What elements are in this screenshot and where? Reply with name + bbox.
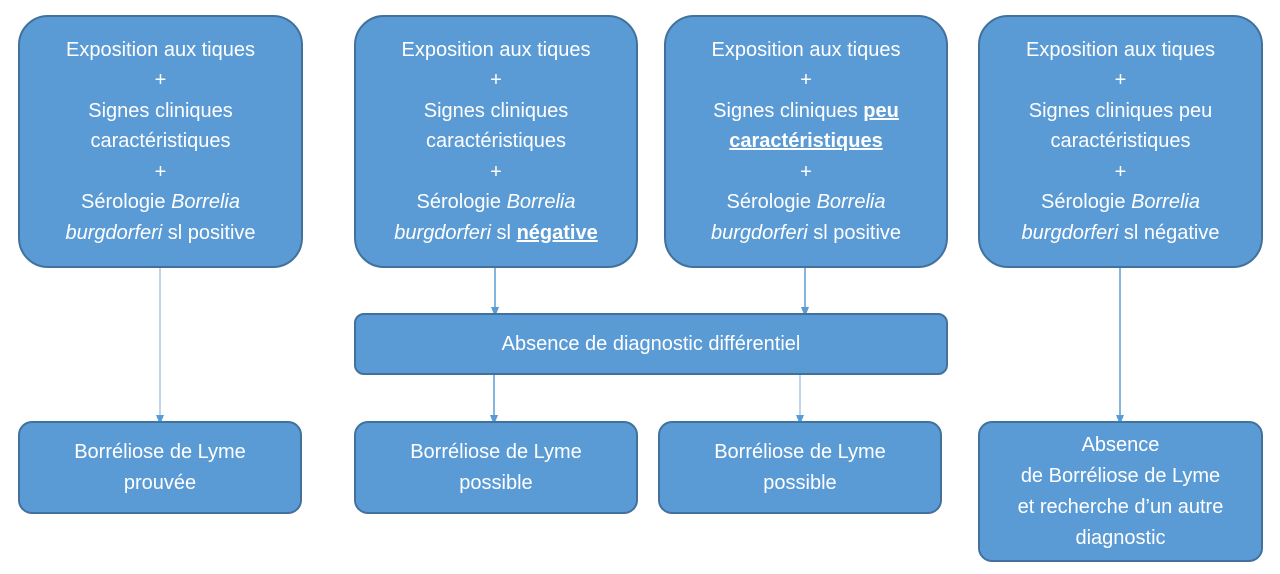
criteria-line: burgdorferi sl négative [394, 221, 598, 244]
criteria-line: Exposition aux tiques [401, 38, 591, 61]
plus-sign: + [1114, 160, 1127, 183]
plus-sign: + [154, 160, 167, 183]
no-differential-diagnosis-box: Absence de diagnostic différentiel [354, 313, 948, 375]
criteria-line: Exposition aux tiques [711, 38, 901, 61]
criteria-line: Sérologie Borrelia [726, 191, 886, 214]
criteria-line: burgdorferi sl négative [1021, 221, 1220, 244]
outcome-line: et recherche d’un autre [1017, 495, 1224, 518]
criteria-line: caractéristiques [90, 130, 231, 153]
criteria-box-1: Exposition aux tiques + Signes cliniques… [18, 15, 303, 268]
outcome-line: possible [459, 471, 533, 494]
plus-sign: + [490, 160, 502, 183]
outcome-box-absence: Absence de Borréliose de Lyme et recherc… [978, 421, 1263, 562]
criteria-line: Sérologie Borrelia [1041, 191, 1200, 214]
plus-sign: + [1114, 69, 1127, 92]
criteria-box-3: Exposition aux tiques + Signes cliniques… [664, 15, 948, 268]
criteria-line: Exposition aux tiques [65, 38, 255, 61]
criteria-box-4: Exposition aux tiques + Signes cliniques… [978, 15, 1263, 268]
outcome-box-possible-1: Borréliose de Lyme possible [354, 421, 638, 514]
plus-sign: + [490, 69, 502, 92]
outcome-line: Borréliose de Lyme [714, 440, 886, 463]
criteria-line: burgdorferi sl positive [710, 221, 902, 244]
criteria-line: caractéristiques [729, 130, 883, 153]
outcome-line: prouvée [123, 471, 197, 494]
criteria-line: Sérologie Borrelia [81, 191, 240, 214]
criteria-line: Signes cliniques peu [1028, 99, 1213, 122]
plus-sign: + [154, 69, 167, 92]
outcome-line: de Borréliose de Lyme [1020, 464, 1221, 487]
criteria-line: Signes cliniques [88, 99, 233, 122]
criteria-line: Sérologie Borrelia [416, 191, 576, 214]
outcome-line: Absence [1081, 433, 1160, 456]
criteria-line: caractéristiques [1050, 130, 1191, 153]
criteria-line: Exposition aux tiques [1025, 38, 1215, 61]
outcome-line: diagnostic [1075, 526, 1166, 549]
outcome-box-proven: Borréliose de Lyme prouvée [18, 421, 302, 514]
criteria-line: burgdorferi sl positive [65, 221, 256, 244]
criteria-line: caractéristiques [425, 130, 567, 153]
criteria-line: Signes cliniques peu [713, 99, 899, 122]
criteria-line: Signes cliniques [423, 99, 569, 122]
outcome-line: Borréliose de Lyme [74, 440, 246, 463]
criteria-box-2: Exposition aux tiques + Signes cliniques… [354, 15, 638, 268]
middle-box-label: Absence de diagnostic différentiel [501, 332, 801, 355]
plus-sign: + [800, 69, 812, 92]
outcome-line: Borréliose de Lyme [410, 440, 582, 463]
plus-sign: + [800, 160, 812, 183]
outcome-box-possible-2: Borréliose de Lyme possible [658, 421, 942, 514]
outcome-line: possible [763, 471, 837, 494]
